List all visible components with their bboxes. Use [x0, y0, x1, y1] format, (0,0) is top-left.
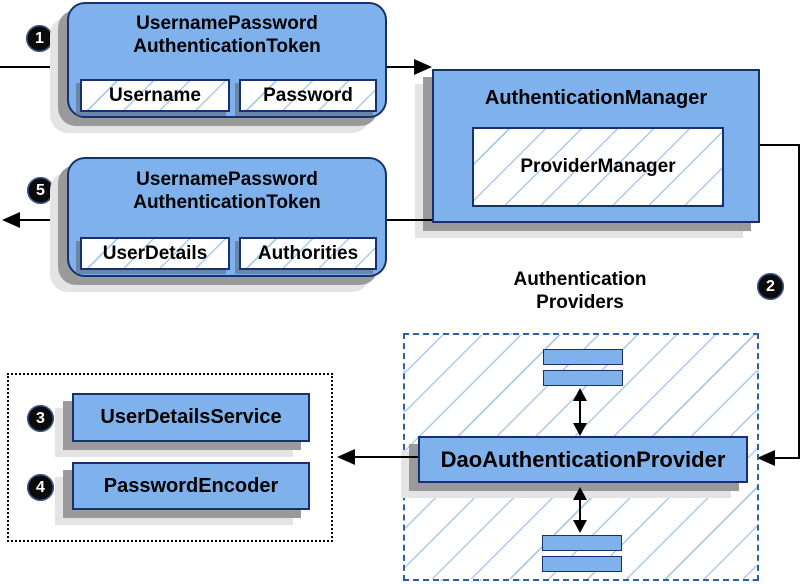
response-token-title-line1: UsernamePassword	[136, 169, 318, 190]
provider-placeholder-bar	[542, 556, 622, 572]
user-details-service-box: UserDetailsService	[72, 393, 310, 442]
user-details-service-label: UserDetailsService	[100, 406, 282, 428]
provider-link-line	[579, 496, 581, 522]
authentication-providers-heading: Authentication Providers	[470, 268, 690, 314]
provider-link-down-arrowhead-icon	[573, 520, 587, 533]
response-token-title-line2: AuthenticationToken	[133, 192, 321, 213]
provider-manager-label: ProviderManager	[520, 156, 676, 177]
request-token-title-line1: UsernamePassword	[136, 13, 318, 34]
userdetails-field-box: UserDetails	[80, 237, 230, 270]
provider-placeholder-bar	[543, 370, 623, 386]
authorities-field-label: Authorities	[257, 242, 359, 264]
username-field-label: Username	[109, 84, 201, 106]
outgoing-response-line	[16, 219, 67, 221]
response-token-box: UsernamePassword AuthenticationToken Use…	[67, 157, 387, 277]
authentication-manager-box: AuthenticationManager ProviderManager	[432, 69, 760, 223]
provider-placeholder-bar	[542, 535, 622, 551]
response-token-title: UsernamePassword AuthenticationToken	[69, 168, 385, 214]
manager-to-provider-line-bottom	[774, 457, 800, 459]
provider-link-line	[579, 397, 581, 425]
manager-to-token-line	[387, 219, 432, 221]
request-token-box: UsernamePassword AuthenticationToken Use…	[67, 2, 387, 118]
dao-authentication-provider-box: DaoAuthenticationProvider	[418, 436, 748, 483]
provider-entry-arrowhead-icon	[757, 450, 775, 466]
token-to-manager-line	[387, 66, 416, 68]
provider-link-down-arrowhead-icon	[573, 423, 587, 436]
step-1-badge: 1	[26, 25, 53, 52]
step-2-badge: 2	[757, 273, 784, 300]
provider-link-up-arrowhead-icon	[573, 388, 587, 401]
request-token-title: UsernamePassword AuthenticationToken	[69, 12, 385, 58]
step-4-badge: 4	[27, 474, 54, 501]
dao-authentication-provider-label: DaoAuthenticationProvider	[440, 446, 726, 472]
outgoing-response-arrowhead-icon	[2, 212, 20, 228]
password-field-label: Password	[263, 84, 353, 106]
provider-placeholder-bar	[543, 349, 623, 365]
manager-to-provider-line-vertical	[798, 144, 800, 459]
step-5-badge: 5	[27, 177, 54, 204]
userdetails-field-label: UserDetails	[102, 242, 208, 264]
manager-to-provider-line-top	[760, 144, 800, 146]
incoming-request-line	[0, 66, 67, 68]
authentication-manager-title: AuthenticationManager	[484, 87, 708, 109]
authentication-providers-heading-line2: Providers	[536, 292, 624, 313]
services-entry-arrowhead-icon	[337, 449, 355, 465]
authorities-field-box: Authorities	[239, 237, 377, 270]
authentication-providers-heading-line1: Authentication	[513, 269, 647, 290]
step-3-badge: 3	[27, 405, 54, 432]
password-field-box: Password	[239, 79, 377, 112]
provider-to-services-line	[353, 456, 418, 458]
password-encoder-box: PasswordEncoder	[72, 462, 310, 510]
services-container	[7, 373, 333, 542]
token-to-manager-arrowhead-icon	[414, 59, 432, 75]
password-encoder-label: PasswordEncoder	[103, 474, 279, 497]
request-token-title-line2: AuthenticationToken	[133, 36, 321, 57]
username-field-box: Username	[80, 79, 230, 112]
provider-manager-box: ProviderManager	[472, 127, 724, 207]
provider-link-up-arrowhead-icon	[573, 487, 587, 500]
